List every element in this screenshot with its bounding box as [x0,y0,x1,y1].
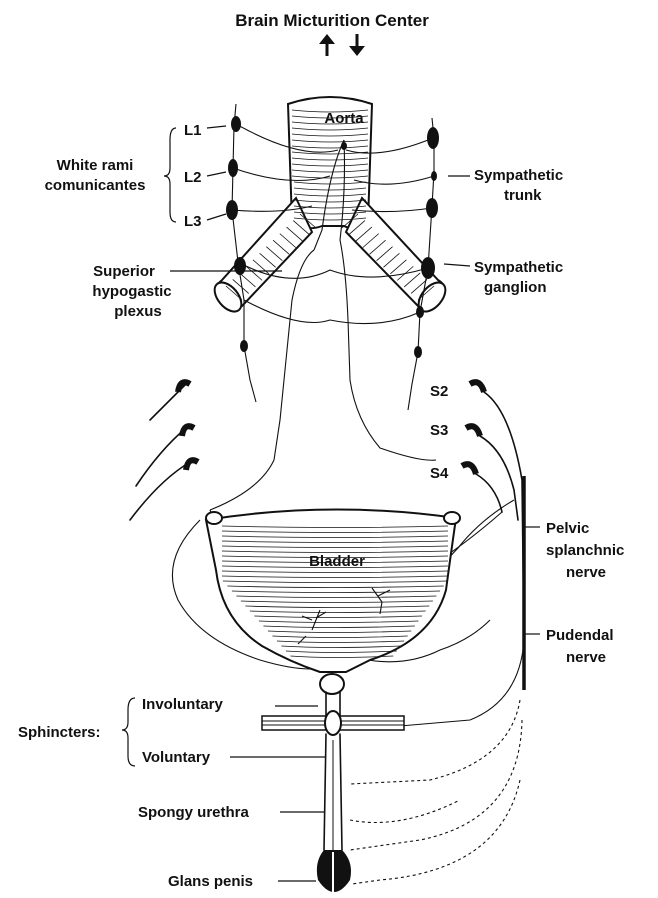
pelvic-splanchnic-label-line1: Pelvic [546,520,589,537]
s4-label: S4 [430,465,449,482]
arrow-up-icon [319,34,335,56]
superior-hypogastric-label-line2: hypogastic [92,283,171,300]
glans-penis-label: Glans penis [168,873,253,890]
pelvic-splanchnic-label-line2: splanchnic [546,542,624,559]
superior-hypogastric-label-line1: Superior [93,263,155,280]
voluntary-sphincter-label: Voluntary [142,749,211,766]
pelvic-splanchnic-label-line3: nerve [566,564,606,581]
superior-hypogastric-label-line3: plexus [114,303,162,320]
brain-micturition-center-label: Brain Micturition Center [235,11,429,30]
urogenital-diaphragm [262,711,404,735]
bladder-label: Bladder [309,553,365,570]
bladder [206,509,460,672]
l1-label: L1 [184,122,202,139]
white-rami-label-line2: comunicantes [45,177,146,194]
sacral-roots-left [130,382,198,520]
pudendal-nerve [350,640,524,884]
l3-label: L3 [184,213,202,230]
spongy-urethra-label: Spongy urethra [138,804,250,821]
internal-sphincter [320,674,344,694]
sympathetic-trunk-label-line2: trunk [504,187,542,204]
sympathetic-ganglion-label-line1: Sympathetic [474,259,563,276]
aorta [209,97,450,316]
leader-lines [122,126,540,881]
l2-label: L2 [184,169,202,186]
white-rami-label-line1: White rami [57,157,134,174]
pudendal-nerve-label-line2: nerve [566,649,606,666]
arrow-down-icon [349,34,365,56]
glans-penis [317,850,351,892]
sympathetic-ganglion-label-line2: ganglion [484,279,547,296]
sacral-roots-right [462,382,524,690]
sympathetic-trunk-label-line1: Sympathetic [474,167,563,184]
aorta-label: Aorta [324,110,364,127]
s3-label: S3 [430,422,448,439]
s2-label: S2 [430,383,448,400]
pudendal-nerve-label-line1: Pudendal [546,627,614,644]
involuntary-sphincter-label: Involuntary [142,696,224,713]
sphincters-label: Sphincters: [18,724,101,741]
